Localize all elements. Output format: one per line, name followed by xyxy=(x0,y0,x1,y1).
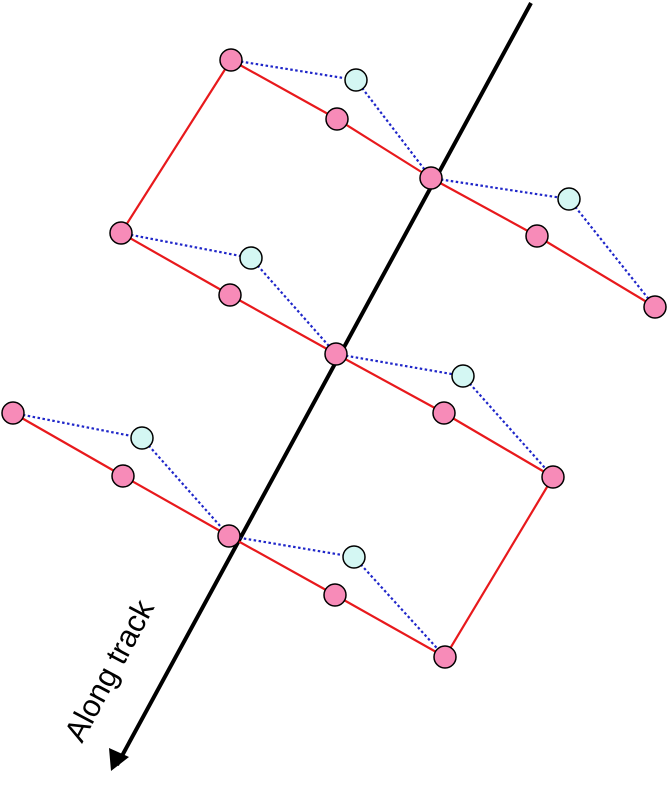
pink-node xyxy=(643,295,667,319)
solid-line xyxy=(120,232,231,296)
dotted-line xyxy=(12,411,143,440)
solid-line xyxy=(335,353,445,414)
solid-line xyxy=(334,594,446,658)
pink-node xyxy=(324,342,348,366)
solid-line xyxy=(230,59,338,120)
solid-line xyxy=(444,476,554,658)
track-arrowhead xyxy=(109,748,129,771)
solid-line xyxy=(430,177,538,237)
dotted-line xyxy=(120,231,252,260)
dotted-line xyxy=(250,257,337,355)
solid-connections xyxy=(12,59,656,658)
pink-nodes xyxy=(1,48,667,669)
pink-node xyxy=(111,464,135,488)
along-track-axis xyxy=(115,2,533,766)
dotted-line xyxy=(141,437,230,537)
dotted-line xyxy=(230,58,357,82)
solid-line xyxy=(12,412,124,477)
pink-node xyxy=(323,583,347,607)
pink-node xyxy=(1,401,25,425)
solid-line xyxy=(229,294,337,355)
dotted-line xyxy=(462,375,554,478)
solid-line xyxy=(120,59,232,234)
along-track-label: Along track xyxy=(57,593,161,747)
solid-line xyxy=(336,118,432,179)
cyan-node xyxy=(451,364,475,388)
solid-line xyxy=(536,235,656,308)
cyan-nodes xyxy=(130,68,581,569)
dotted-line xyxy=(228,534,355,559)
dotted-line xyxy=(430,176,570,201)
pink-node xyxy=(432,401,456,425)
pink-node xyxy=(541,465,565,489)
cyan-node xyxy=(239,246,263,270)
dotted-line xyxy=(335,352,464,378)
pink-node xyxy=(525,224,549,248)
cyan-node xyxy=(130,426,154,450)
cyan-node xyxy=(344,68,368,92)
solid-line xyxy=(228,535,336,596)
dotted-connections xyxy=(12,58,656,658)
dotted-line xyxy=(355,79,432,179)
pink-node xyxy=(219,48,243,72)
cyan-node xyxy=(557,187,581,211)
dotted-line xyxy=(568,198,656,308)
cyan-node xyxy=(342,545,366,569)
solid-line xyxy=(443,412,554,478)
dotted-line xyxy=(353,556,446,658)
pink-node xyxy=(325,107,349,131)
pink-node xyxy=(433,645,457,669)
solid-line xyxy=(122,475,230,537)
pink-node xyxy=(218,283,242,307)
pink-node xyxy=(109,221,133,245)
pink-node xyxy=(419,166,443,190)
pink-node xyxy=(217,524,241,548)
